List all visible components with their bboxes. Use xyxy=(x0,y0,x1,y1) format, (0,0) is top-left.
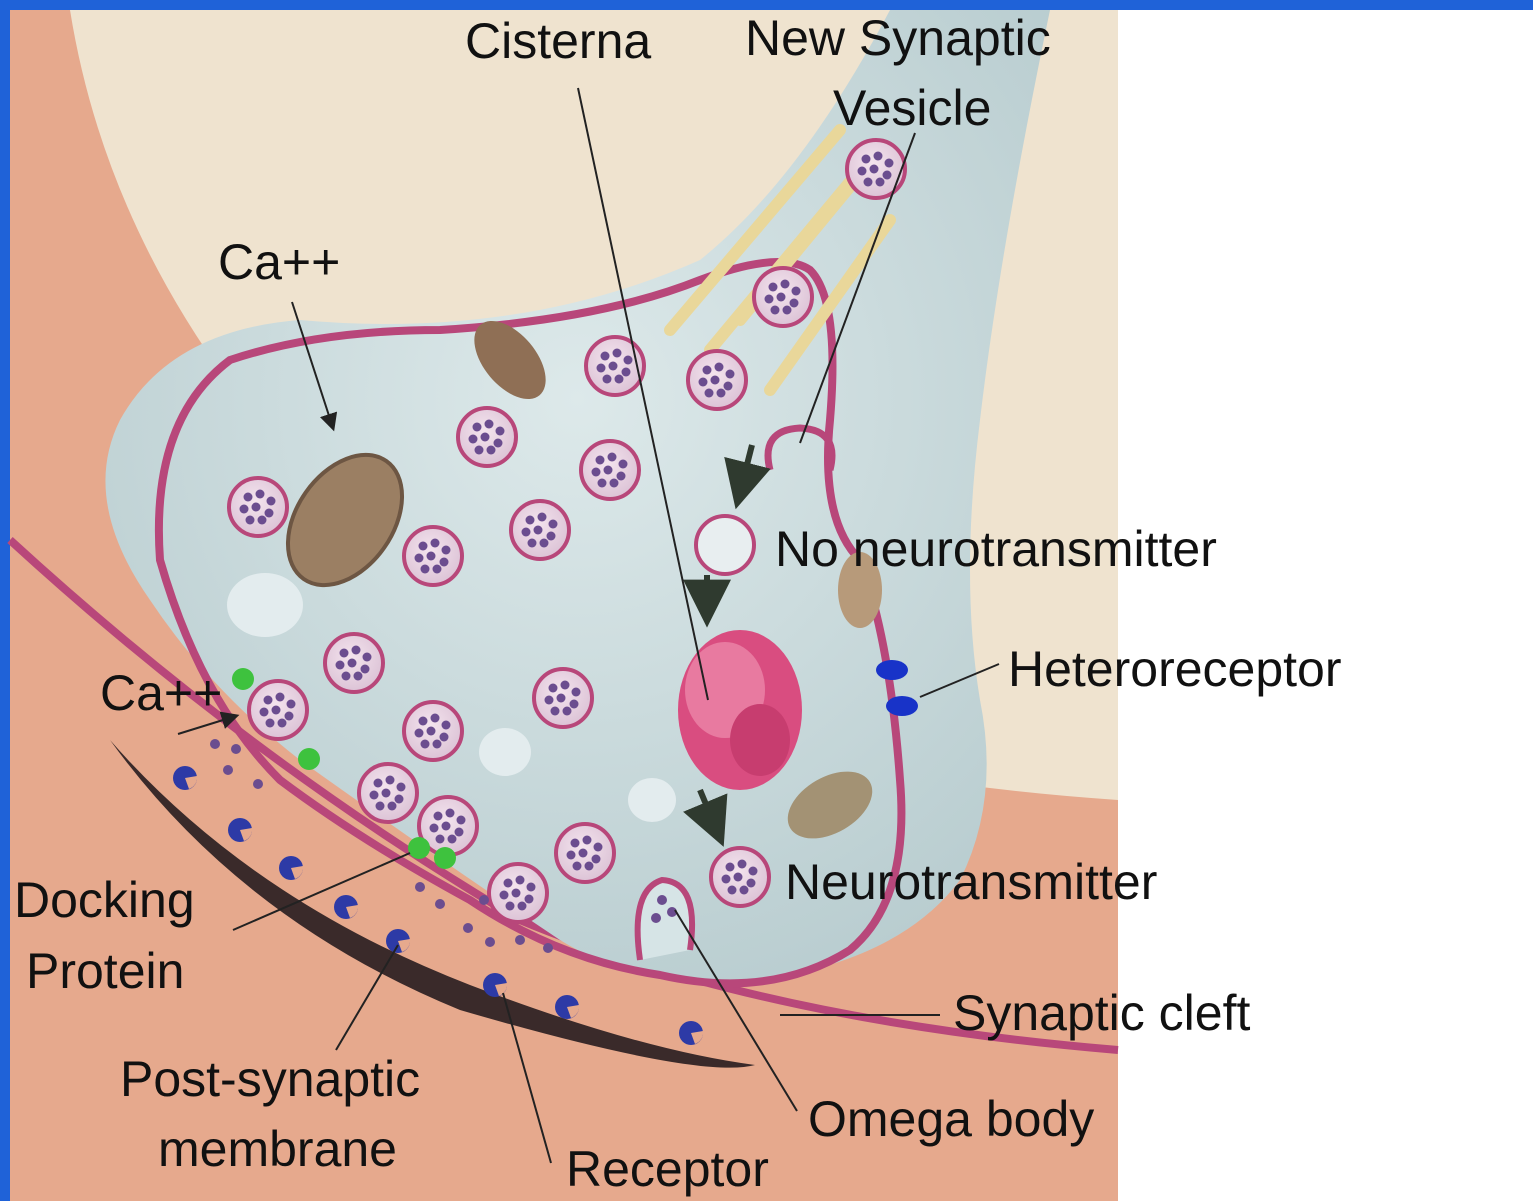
label-docking-protein-line1: Docking xyxy=(14,872,195,928)
cisterna-body xyxy=(678,630,802,790)
label-new-synaptic-vesicle-line2: Vesicle xyxy=(833,80,991,136)
label-docking-protein-line2: Protein xyxy=(26,943,184,999)
label-heteroreceptor: Heteroreceptor xyxy=(1008,641,1342,697)
label-receptor: Receptor xyxy=(566,1141,769,1197)
filled-vesicle xyxy=(711,848,769,906)
label-ca-left: Ca++ xyxy=(100,665,222,721)
empty-vesicle xyxy=(696,516,754,574)
label-ca-top: Ca++ xyxy=(218,234,340,290)
label-cisterna: Cisterna xyxy=(465,13,651,69)
label-post-synaptic-line1: Post-synaptic xyxy=(120,1051,420,1107)
label-no-neurotransmitter: No neurotransmitter xyxy=(775,521,1217,577)
label-post-synaptic-line2: membrane xyxy=(158,1121,397,1177)
label-neurotransmitter: Neurotransmitter xyxy=(785,854,1157,910)
omega-body xyxy=(638,880,692,960)
label-synaptic-cleft: Synaptic cleft xyxy=(953,985,1250,1041)
label-omega-body: Omega body xyxy=(808,1091,1094,1147)
label-new-synaptic-vesicle-line1: New Synaptic xyxy=(745,10,1051,66)
